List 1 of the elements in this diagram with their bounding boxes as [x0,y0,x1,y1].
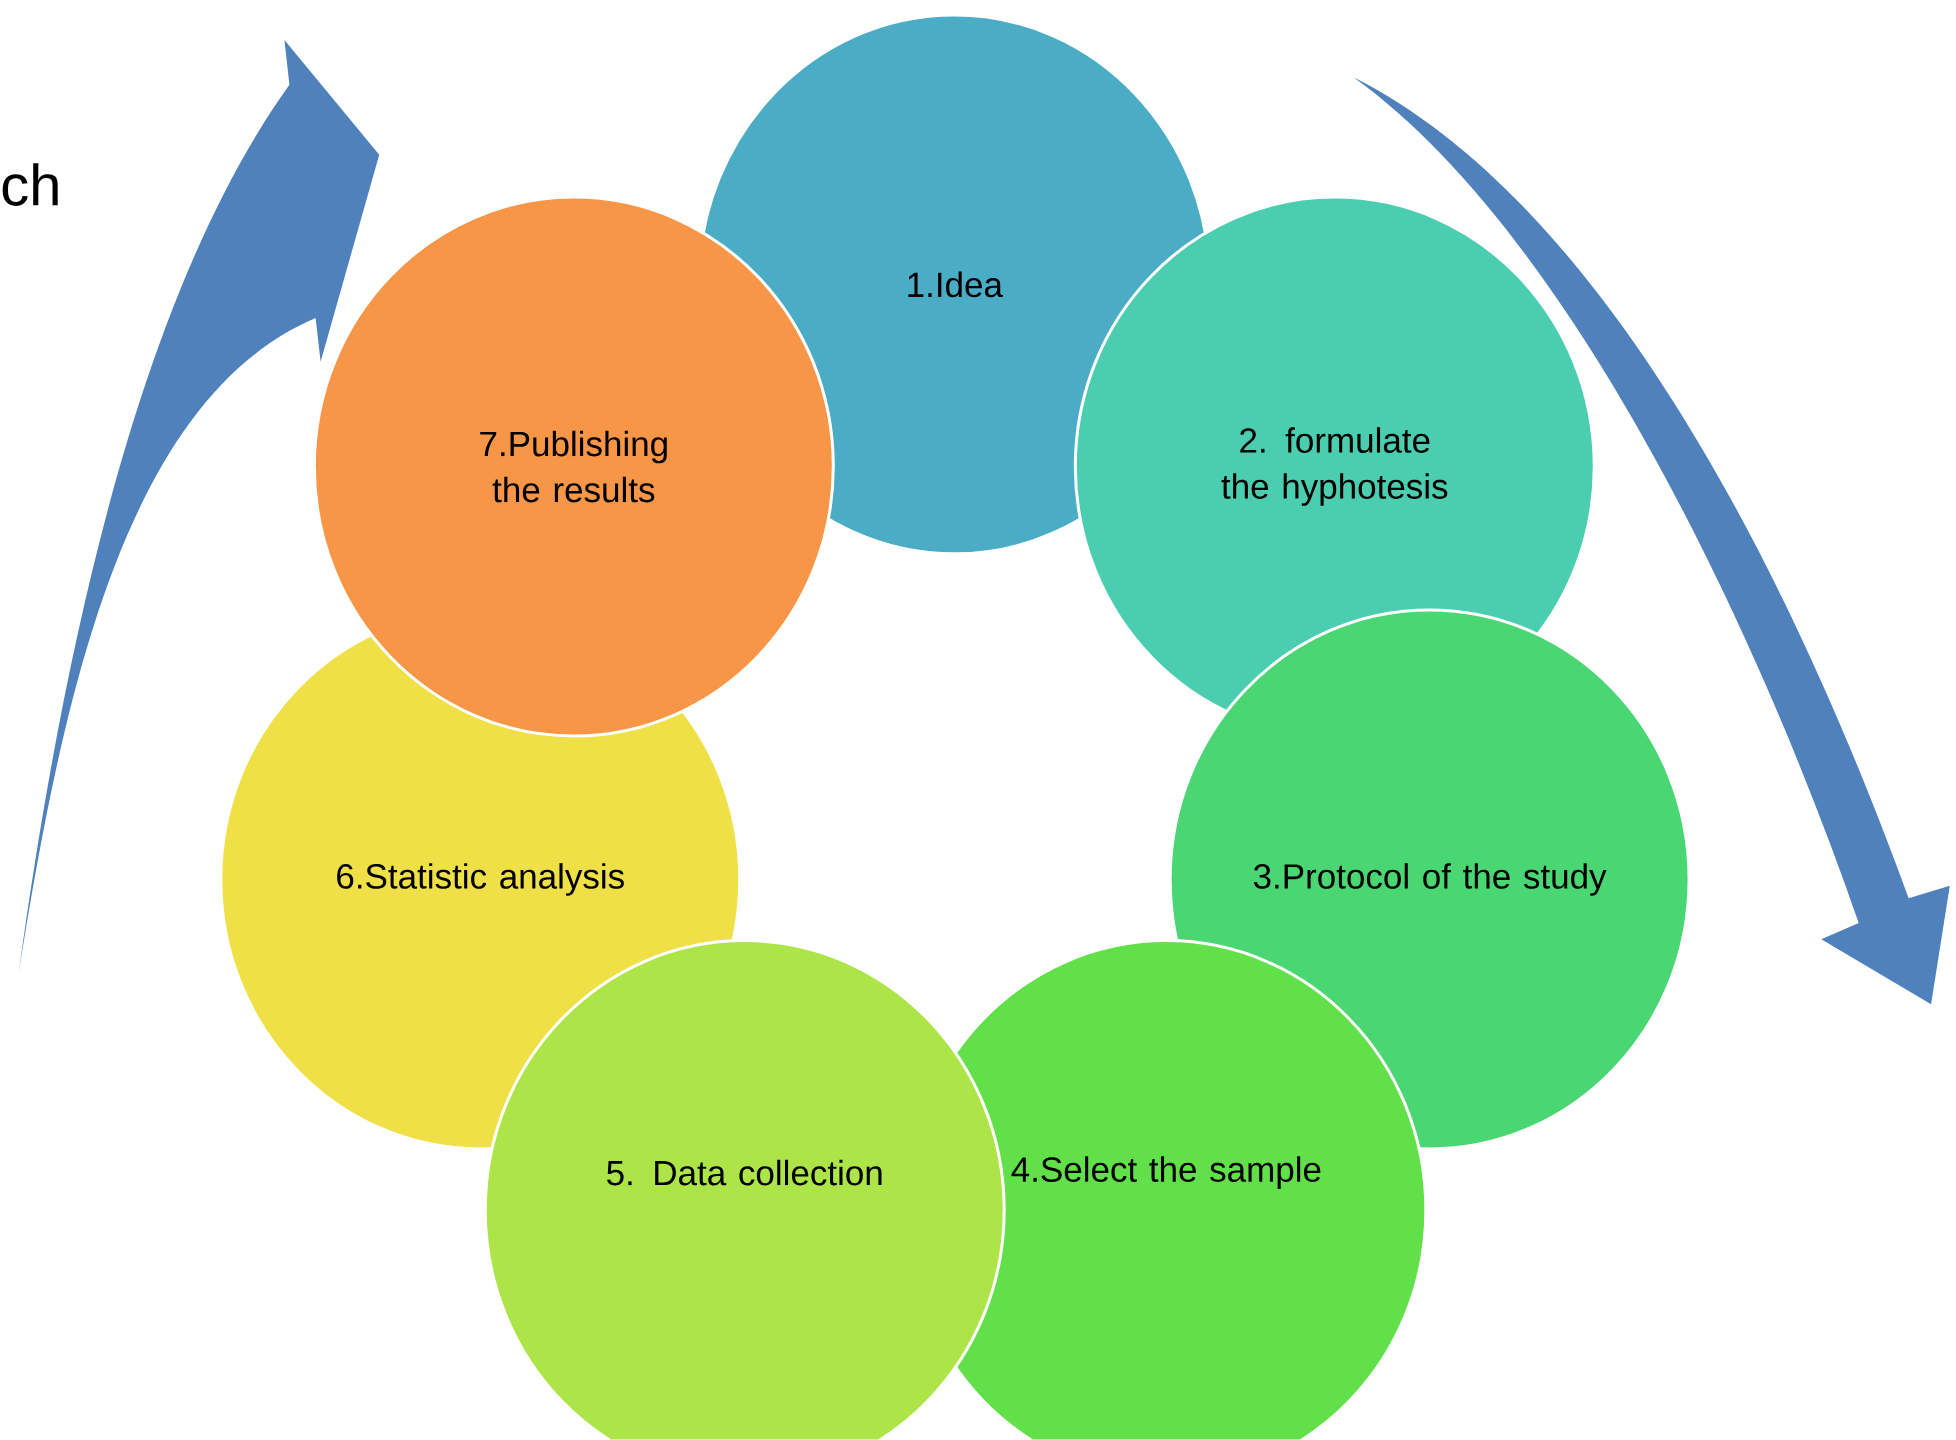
heading-text: ch [2,163,58,207]
